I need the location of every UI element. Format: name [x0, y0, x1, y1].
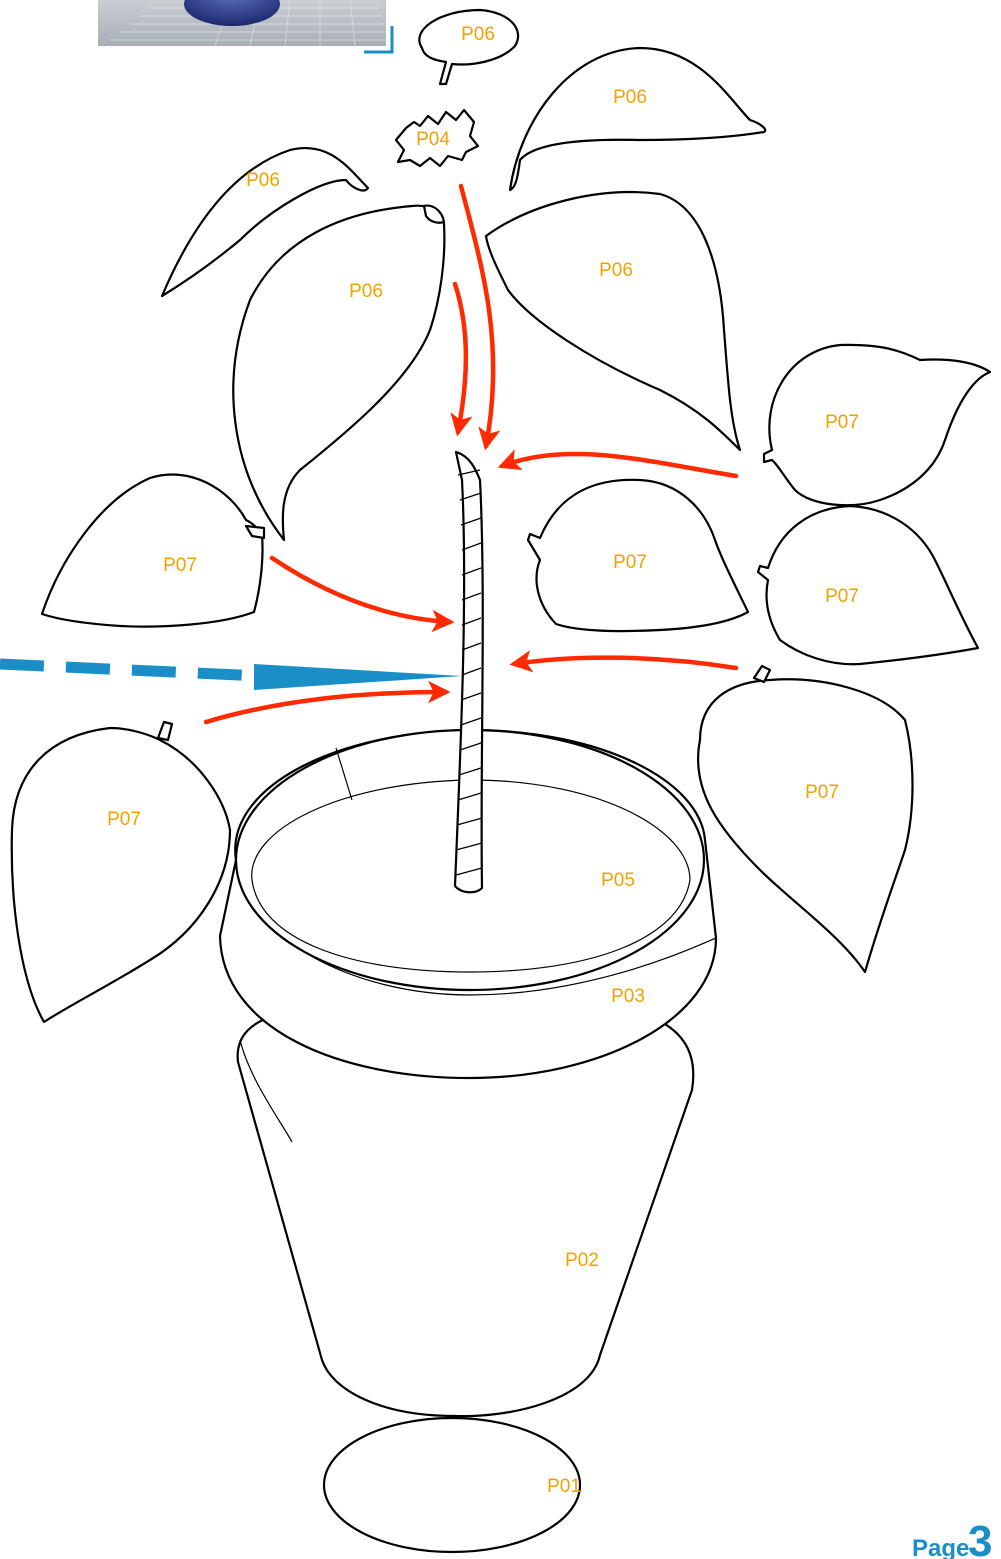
part-label-p06: P06	[613, 87, 647, 108]
part-p06-top-small	[419, 10, 518, 84]
page-indicator: Page 3	[912, 1517, 992, 1559]
page-number: 3	[968, 1517, 992, 1559]
part-label-p07: P07	[805, 782, 839, 803]
part-label-p02: P02	[565, 1250, 599, 1271]
part-label-p07: P07	[613, 552, 647, 573]
part-label-p06: P06	[599, 260, 633, 281]
part-p06-middle-right	[486, 192, 740, 450]
part-label-p07: P07	[825, 412, 859, 433]
part-p07-right-lower	[698, 666, 912, 972]
part-p06-middle-left	[233, 206, 444, 540]
part-p07-upper-right	[764, 345, 990, 505]
page-word: Page	[912, 1535, 969, 1559]
part-label-p05: P05	[601, 870, 635, 891]
model-photo-thumbnail	[98, 0, 392, 52]
part-p06-upper-right	[510, 48, 765, 190]
part-label-p06: P06	[246, 170, 280, 191]
part-label-p01: P01	[547, 1476, 581, 1497]
part-label-p07: P07	[825, 586, 859, 607]
stem	[455, 452, 483, 892]
part-label-p03: P03	[611, 986, 645, 1007]
part-label-p04: P04	[416, 129, 450, 150]
part-label-p07: P07	[107, 809, 141, 830]
part-p07-left-lower	[12, 722, 230, 1022]
part-p01	[324, 1418, 580, 1552]
part-label-p06: P06	[461, 24, 495, 45]
part-p07-right-middle	[758, 506, 978, 664]
part-label-p07: P07	[163, 555, 197, 576]
part-p07-left-upper	[42, 474, 264, 626]
part-label-p06: P06	[349, 281, 383, 302]
